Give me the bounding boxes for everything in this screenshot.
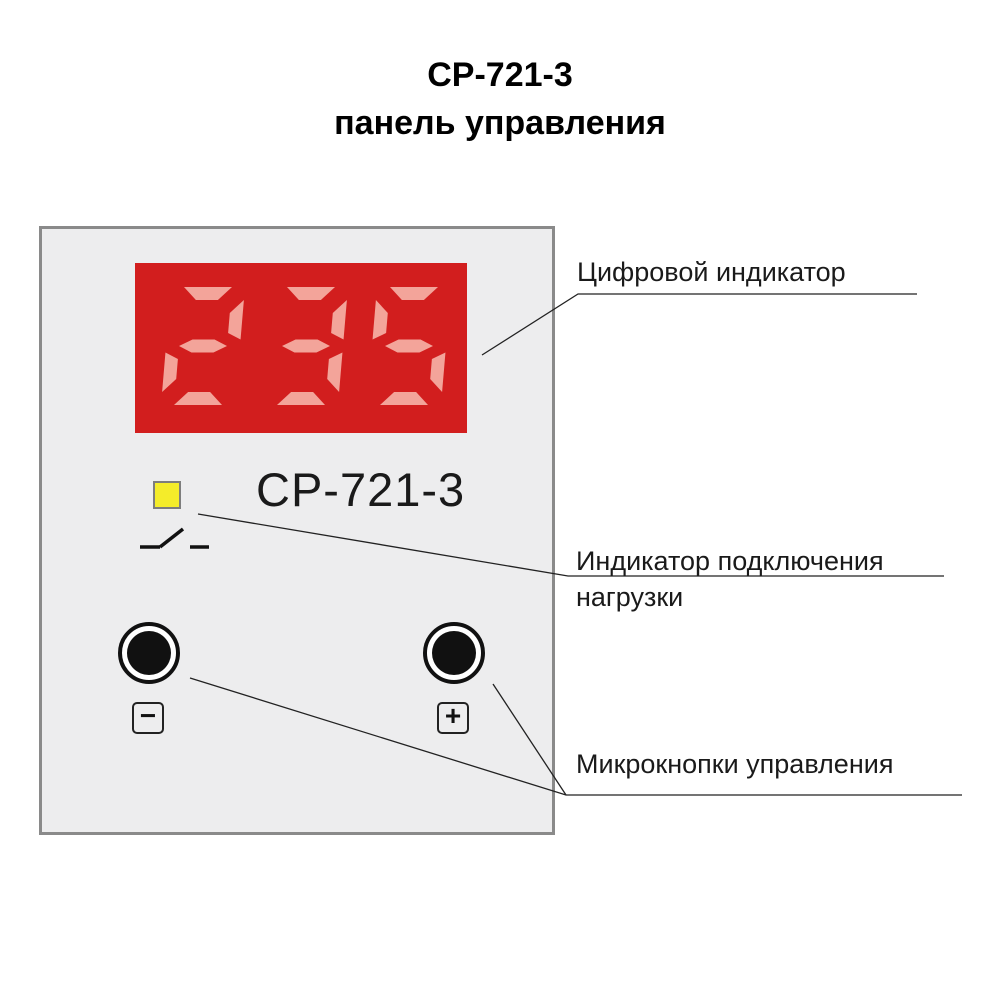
display-segment-e <box>162 352 178 392</box>
switch-symbol-icon <box>140 527 209 549</box>
plus-icon: + <box>437 702 469 734</box>
display-segment-f <box>372 300 388 340</box>
display-segment-g <box>385 339 433 353</box>
minus-icon: − <box>132 702 164 734</box>
label-load-indicator-cont: нагрузки <box>576 582 684 612</box>
display-segment-d <box>174 392 222 405</box>
page-title: СР-721-3 <box>427 56 573 94</box>
label-load-indicator: Индикатор подключения <box>576 546 884 576</box>
display-segment-g <box>179 339 227 353</box>
digital-display <box>135 263 467 433</box>
minus-microbutton[interactable] <box>118 622 180 684</box>
display-segment-b <box>228 300 244 340</box>
display-segment-g <box>282 339 330 353</box>
page-subtitle: панель управления <box>334 104 666 142</box>
label-micro-buttons: Микрокнопки управления <box>576 749 894 779</box>
display-segment-a <box>390 287 438 300</box>
display-segment-d <box>380 392 428 405</box>
device-model-label: СР-721-3 <box>256 463 466 516</box>
label-digital-indicator: Цифровой индикатор <box>577 257 846 287</box>
display-segment-c <box>430 352 446 392</box>
plus-microbutton[interactable] <box>423 622 485 684</box>
display-segment-c <box>327 352 343 392</box>
display-segment-d <box>277 392 325 405</box>
display-digits <box>162 287 446 405</box>
leader-line-plus <box>492 683 567 796</box>
display-segment-a <box>184 287 232 300</box>
leader-line-display <box>481 293 917 356</box>
load-led-indicator <box>153 481 181 509</box>
leader-line-load <box>197 513 944 577</box>
display-segment-b <box>331 300 347 340</box>
display-segment-a <box>287 287 335 300</box>
